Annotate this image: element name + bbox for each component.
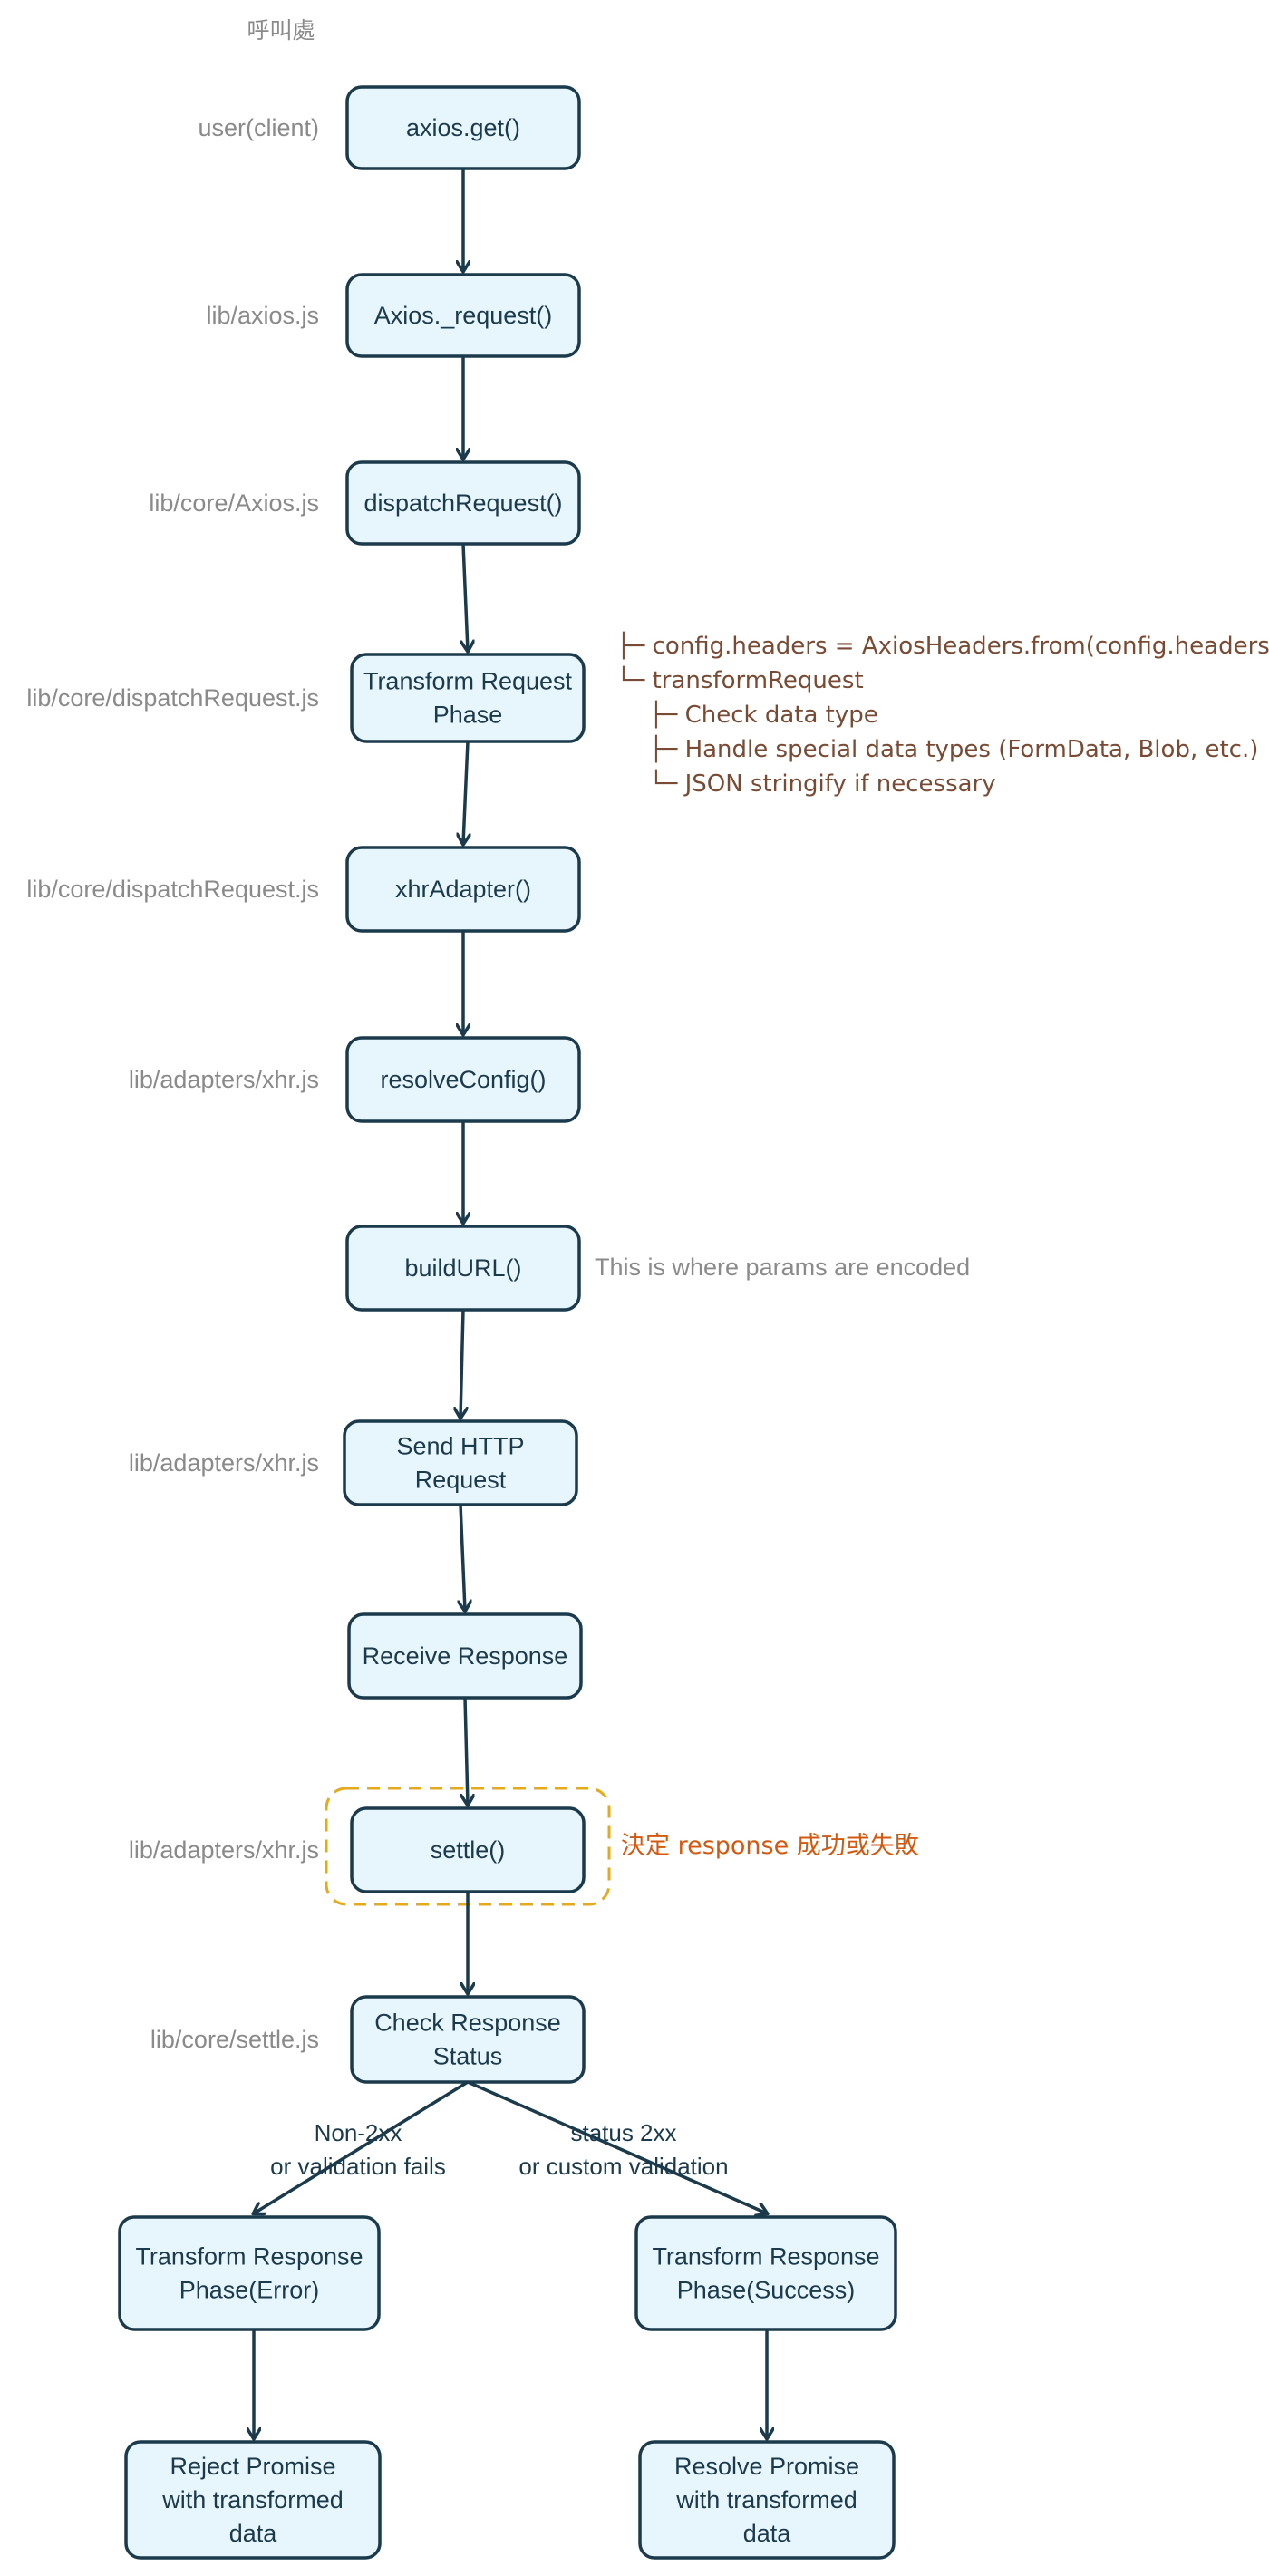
- reject-promise-node-label-line-1: Reject Promise: [170, 2453, 335, 2480]
- tree-line-json-stringify: └─ JSON stringify if necessary: [649, 769, 996, 798]
- tree-line-check-type: ├─ Check data type: [649, 700, 878, 729]
- resolve-config-file-label: lib/adapters/xhr.js: [129, 1066, 319, 1093]
- build-url-node-box: [345, 1225, 581, 1312]
- build-url-node: buildURL(): [345, 1225, 581, 1312]
- reject-promise-node: Reject Promise with transformed data: [124, 2440, 382, 2560]
- tree-line-special-types: ├─ Handle special data types (FormData, …: [649, 734, 1258, 763]
- resolve-promise-node-box: [638, 2440, 896, 2560]
- transform-request-file-label: lib/core/dispatchRequest.js: [26, 684, 319, 712]
- resolve-promise-node-label-line-3: data: [743, 2520, 792, 2547]
- check-status-file-label: lib/core/settle.js: [150, 2026, 319, 2053]
- send-http-node-box: [343, 1419, 578, 1506]
- xhr-adapter-node: xhrAdapter(): [345, 846, 581, 933]
- reject-promise-node-label-line-2: with transformed: [161, 2486, 344, 2513]
- receive-response-node: Receive Response: [347, 1612, 583, 1700]
- axios-request-node-label-line-1: Axios._request(): [374, 302, 553, 329]
- transform-success-node-label-line-2: Phase(Success): [677, 2277, 856, 2304]
- dispatch-request-node-box: [345, 460, 581, 546]
- transform-request-node-label-line-1: Transform Request: [363, 668, 573, 695]
- send-http-node-label-line-2: Request: [415, 1467, 507, 1494]
- arrow-check-status-to-transform-success: [466, 2080, 767, 2213]
- axios-request-node: Axios._request(): [345, 273, 581, 358]
- arrow-transform-request-to-xhr-adapter: [463, 740, 468, 844]
- branch-label-success-line-1: status 2xx: [570, 2119, 676, 2146]
- send-http-file-label: lib/adapters/xhr.js: [129, 1449, 319, 1477]
- file-labels: user(client) lib/axios.js lib/core/Axios.j…: [26, 114, 319, 2053]
- build-url-node-label-line-1: buildURL(): [404, 1254, 521, 1282]
- flow-edges: [254, 167, 767, 2438]
- settle-node-label-line-1: settle(): [431, 1836, 506, 1864]
- dispatch-request-node-label-line-1: dispatchRequest(): [363, 489, 562, 517]
- transform-request-node-box: [350, 653, 586, 743]
- arrow-receive-response-to-settle: [465, 1696, 468, 1805]
- transform-error-node-box: [118, 2215, 381, 2331]
- arrow-send-http-to-receive-response: [460, 1503, 465, 1611]
- branch-label-error-line-2: or validation fails: [270, 2153, 446, 2180]
- tree-line-transform-request: └─ transformRequest: [616, 665, 864, 694]
- tree-line-headers: ├─ config.headers = AxiosHeaders.from(co…: [616, 631, 1269, 660]
- transform-request-node-label-line-2: Phase: [433, 702, 503, 729]
- resolve-config-node-label-line-1: resolveConfig(): [380, 1066, 546, 1093]
- receive-response-node-box: [347, 1612, 583, 1700]
- dispatch-request-node: dispatchRequest(): [345, 460, 581, 546]
- reject-promise-node-box: [124, 2440, 382, 2560]
- xhr-adapter-node-box: [345, 846, 581, 933]
- settle-file-label: lib/adapters/xhr.js: [129, 1836, 319, 1864]
- resolve-promise-node-label-line-2: with transformed: [675, 2486, 857, 2513]
- caller-header: 呼叫處: [247, 17, 315, 44]
- arrow-dispatch-request-to-transform-request: [463, 542, 468, 651]
- resolve-config-node: resolveConfig(): [345, 1036, 581, 1123]
- xhr-adapter-node-label-line-1: xhrAdapter(): [395, 876, 531, 903]
- xhr-adapter-file-label: lib/core/dispatchRequest.js: [26, 876, 319, 903]
- transform-success-node-box: [634, 2215, 897, 2331]
- branch-label-success-line-2: or custom validation: [518, 2153, 728, 2180]
- settle-node-box: [350, 1806, 586, 1893]
- reject-promise-node-label-line-3: data: [229, 2520, 278, 2547]
- arrow-build-url-to-send-http: [460, 1308, 463, 1418]
- settle-node: settle(): [350, 1806, 586, 1893]
- send-http-node: Send HTTP Request: [343, 1419, 578, 1506]
- build-url-note: This is where params are encoded: [595, 1254, 970, 1281]
- axios-get-file-label: user(client): [198, 114, 319, 141]
- check-status-node-label-line-2: Status: [433, 2043, 503, 2070]
- settle-note: 決定 response 成功或失敗: [621, 1832, 919, 1860]
- branch-label-success: status 2xx or custom validation: [518, 2119, 728, 2180]
- arrow-check-status-to-transform-error: [254, 2080, 470, 2213]
- axios-request-file-label: lib/axios.js: [206, 302, 319, 329]
- axios-get-node: axios.get(): [345, 85, 581, 170]
- flow-nodes: axios.get() Axios._request() dispatchReque…: [118, 85, 897, 2560]
- receive-response-node-label-line-1: Receive Response: [363, 1642, 568, 1670]
- branch-label-error: Non-2xx or validation fails: [270, 2119, 446, 2180]
- transform-error-node-label-line-1: Transform Response: [135, 2243, 363, 2271]
- check-status-node-box: [350, 1995, 586, 2084]
- resolve-promise-node: Resolve Promise with transformed data: [638, 2440, 896, 2560]
- transform-error-node-label-line-2: Phase(Error): [179, 2277, 320, 2304]
- dispatch-request-file-label: lib/core/Axios.js: [149, 489, 319, 517]
- resolve-config-node-box: [345, 1036, 581, 1123]
- transform-success-node-label-line-1: Transform Response: [652, 2243, 879, 2271]
- check-status-node-label-line-1: Check Response: [374, 2009, 561, 2037]
- axios-get-node-label-line-1: axios.get(): [406, 114, 520, 141]
- axios-get-node-box: [345, 85, 581, 170]
- send-http-node-label-line-1: Send HTTP: [396, 1433, 524, 1460]
- transform-request-tree: ├─ config.headers = AxiosHeaders.from(co…: [616, 631, 1269, 798]
- branch-label-error-line-1: Non-2xx: [315, 2119, 402, 2146]
- resolve-promise-node-label-line-1: Resolve Promise: [674, 2453, 859, 2480]
- axios-request-node-box: [345, 273, 581, 358]
